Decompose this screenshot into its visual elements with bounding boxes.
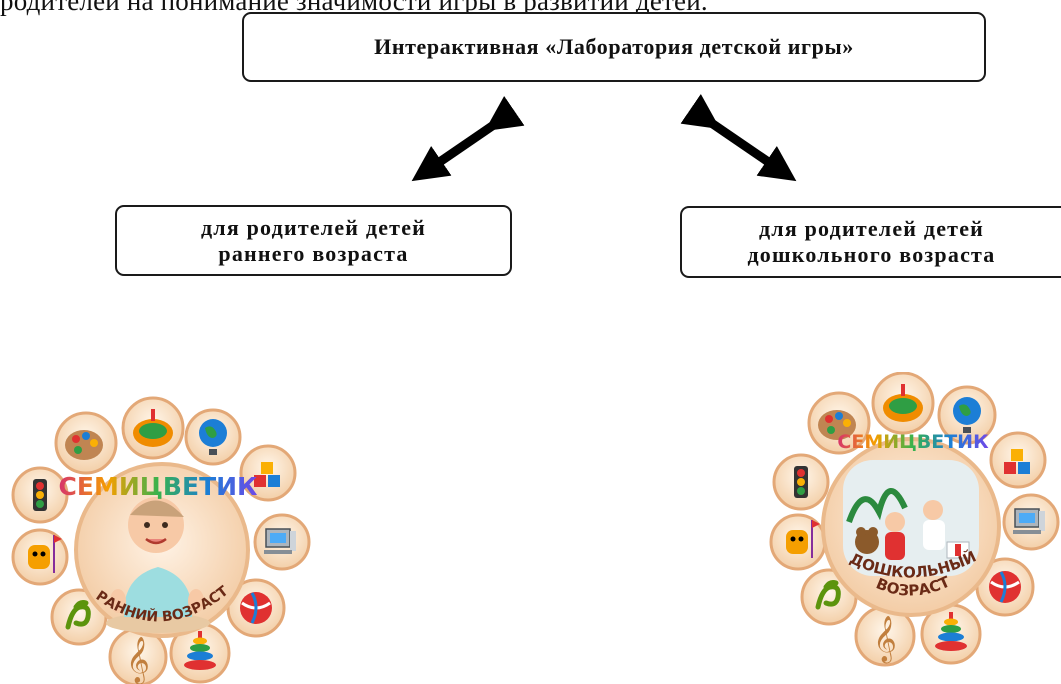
emblem-early-logo: СЕМИЦВЕТИК — [59, 472, 259, 501]
arrow-right — [680, 93, 797, 182]
petal-blocks — [989, 431, 1047, 489]
box-preschool-age: для родителей детей дошкольного возраста — [680, 206, 1061, 278]
petal-computer — [253, 513, 311, 571]
pyramid-toy-icon — [184, 631, 216, 670]
petal-globe — [937, 385, 997, 445]
box-early-age-line1: для родителей детей — [200, 214, 427, 240]
petal-palette — [807, 391, 871, 455]
petal-spinning-top — [121, 396, 185, 460]
box-early-age-line2: раннего возраста — [218, 240, 409, 266]
toy-character-icon — [28, 545, 50, 569]
petal-pyramid-toy — [920, 603, 982, 665]
petal-palette — [54, 411, 118, 475]
treble-clef-icon: 𝄞 — [873, 616, 897, 664]
toy-character-icon — [786, 530, 808, 554]
petal-toy-character — [11, 528, 69, 586]
petal-traffic-light — [772, 453, 830, 511]
petal-blocks — [239, 444, 297, 502]
emblem-preschool-age: 𝄞 СЕМИЦВЕТИК ДОШКОЛЬНЫЙ ВОЗРАСТ — [769, 372, 1060, 667]
petal-toy-character — [769, 513, 827, 571]
blocks-icon — [254, 475, 266, 487]
dragon-icon — [815, 580, 841, 610]
petal-traffic-light — [11, 466, 69, 524]
pyramid-toy-icon — [935, 612, 967, 651]
petal-treble-clef: 𝄞 — [108, 627, 168, 684]
emblem-preschool-logo: СЕМИЦВЕТИК — [837, 431, 989, 453]
main-box: Интерактивная «Лаборатория детской игры» — [242, 12, 986, 82]
dragon-icon — [65, 600, 91, 630]
blocks-icon — [1004, 462, 1016, 474]
box-preschool-age-line1: для родителей детей — [758, 216, 985, 241]
emblem-early-age: 𝄞 СЕМИЦВЕТИК РАННИЙ ВОЗРАСТ — [11, 396, 311, 684]
preschool-scene — [843, 460, 979, 576]
treble-clef-icon: 𝄞 — [126, 637, 150, 684]
petal-globe — [184, 408, 242, 466]
petal-computer — [1002, 493, 1060, 551]
box-preschool-age-line2: дошкольного возраста — [747, 242, 996, 267]
box-early-age: для родителей детей раннего возраста — [115, 205, 512, 276]
petal-pyramid-toy — [169, 622, 231, 684]
baby-figure — [106, 497, 210, 633]
arrow-left — [411, 95, 525, 182]
main-box-label: Интерактивная «Лаборатория детской игры» — [374, 34, 854, 59]
petal-spinning-top — [871, 372, 935, 435]
